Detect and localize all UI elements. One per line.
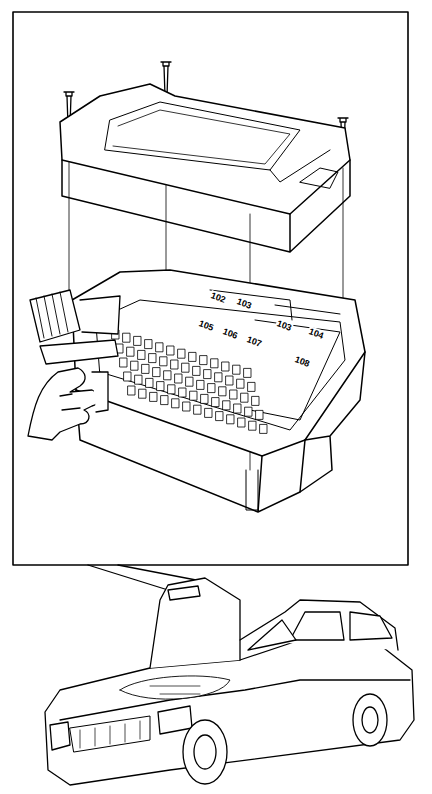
fuse [237,379,244,388]
fuse [157,382,164,391]
fuse [168,385,175,394]
detail-frame [13,12,408,565]
fuse [171,360,178,369]
car [45,578,414,785]
connector [30,290,120,342]
fuse [226,376,233,385]
fuse [123,333,130,342]
fuse [145,340,152,349]
cover [60,84,350,252]
fuse [120,358,127,367]
fuse [134,336,141,345]
fuse [178,349,185,358]
fuse [142,364,149,373]
fuse [252,396,259,405]
fuse [128,386,135,395]
fuse [164,371,171,380]
fuse [249,421,256,430]
hand [28,340,118,440]
fuse [161,396,168,405]
fuse [248,382,255,391]
fuse [200,356,207,365]
fuse [205,408,212,417]
fuse [190,391,197,400]
fuse [156,343,163,352]
fuse [138,350,145,359]
fuse [175,374,182,383]
fuse [256,410,263,419]
fuse [197,380,204,389]
fuse [241,393,248,402]
fuse [245,407,252,416]
fuse [167,346,174,355]
fuse [127,347,134,356]
fuse [194,405,201,414]
fuse [183,402,190,411]
fuse [244,368,251,377]
fuse [149,354,156,363]
fuse [153,368,160,377]
fuse [219,387,226,396]
fuse [211,359,218,368]
fuse [234,404,241,413]
fuse [233,365,240,374]
fuse [186,377,193,386]
fuse [139,389,146,398]
fuse [179,388,186,397]
fuse [212,398,219,407]
fuse [222,362,229,371]
fuse [204,370,211,379]
fuse [135,375,142,384]
fuse [230,390,237,399]
fuse [124,372,131,381]
fuse [201,394,208,403]
fuse [146,378,153,387]
fuse [216,412,223,421]
fuse [172,399,179,408]
fuse [160,357,167,366]
fuse [223,401,230,410]
fuse [150,392,157,401]
fuse [215,373,222,382]
fuse [208,384,215,393]
fuse-row [112,330,267,433]
fuse [131,361,138,370]
fuse [182,363,189,372]
fuse [238,418,245,427]
fuse [227,415,234,424]
fuse [189,352,196,361]
fuse-box [72,270,365,512]
fuse [260,424,267,433]
fuse [193,366,200,375]
